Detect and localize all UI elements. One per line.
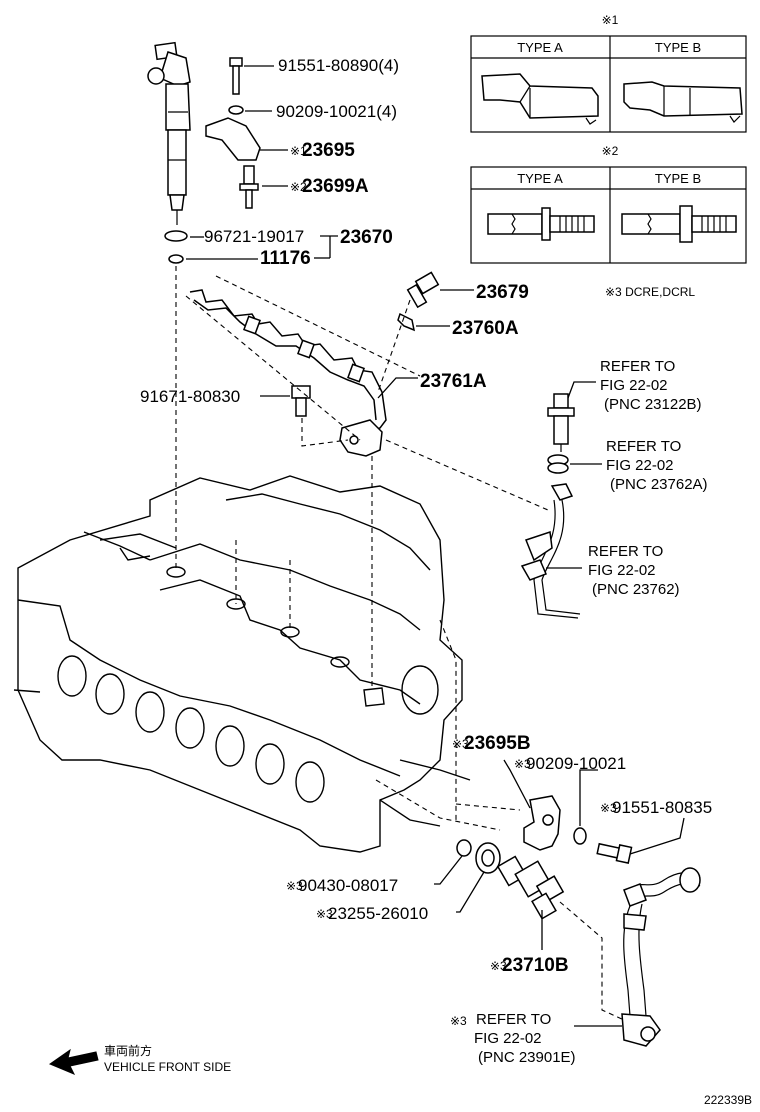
- label-23695-mark: ※1: [290, 144, 307, 158]
- label-23255-26010: 23255-26010: [328, 904, 428, 923]
- label-23695b: 23695B: [464, 733, 531, 754]
- gasket-90430-08017-icon: [456, 839, 472, 857]
- type-table-2-col-a: TYPE A: [517, 171, 563, 186]
- type-table-1-mark: ※1: [602, 13, 619, 27]
- type-table-1: ※1 TYPE A TYPE B: [470, 13, 747, 133]
- ref1-line1: REFER TO: [600, 358, 675, 375]
- label-96721-19017: 96721-19017: [204, 227, 304, 246]
- union-bolt-23679-icon: [406, 271, 440, 309]
- label-23710b: 23710B: [502, 955, 569, 976]
- gasket-11176-icon: [168, 254, 184, 264]
- sensor-23122b-icon: [547, 393, 575, 452]
- ref2-line2: FIG 22-02: [606, 457, 674, 474]
- note-3: ※3 DCRE,DCRL: [605, 285, 695, 299]
- ref4-line1: REFER TO: [476, 1011, 551, 1028]
- label-23695: 23695: [302, 140, 355, 161]
- label-11176: 11176: [260, 248, 311, 269]
- label-23699a: 23699A: [302, 176, 369, 197]
- label-91551-80890: 91551-80890(4): [278, 56, 399, 75]
- type-table-1-col-b: TYPE B: [655, 40, 701, 55]
- ref4-line3: (PNC 23901E): [478, 1049, 576, 1066]
- label-23760a: 23760A: [452, 318, 519, 339]
- ref2-line1: REFER TO: [606, 438, 681, 455]
- bolt-91551-80835-icon: [596, 842, 633, 864]
- label-23670: 23670: [340, 227, 393, 248]
- label-91551-80835-mark: ※3: [600, 801, 617, 815]
- ref4-mark: ※3: [450, 1014, 467, 1028]
- ref3-line1: REFER TO: [588, 543, 663, 560]
- vehicle-front-arrow-icon: [48, 1048, 99, 1075]
- gasket-23762a-icon: [547, 454, 569, 474]
- type-table-1-col-a: TYPE A: [517, 40, 563, 55]
- stud-type-b-icon: [621, 205, 737, 243]
- engine-block-icon: [13, 475, 471, 853]
- label-23710b-mark: ※3: [490, 959, 507, 973]
- label-90430-mark: ※3: [286, 879, 303, 893]
- label-90209-10021: 90209-10021: [526, 754, 626, 773]
- label-23761a: 23761A: [420, 371, 487, 392]
- clamp-23695-icon: [205, 117, 261, 161]
- front-en: VEHICLE FRONT SIDE: [104, 1060, 231, 1074]
- ref4-line2: FIG 22-02: [474, 1030, 542, 1047]
- washer-90209-10021-lower-icon: [573, 827, 587, 845]
- pipe-23901e-icon: [621, 867, 701, 1047]
- bracket-type-a-icon: [481, 73, 599, 125]
- valve-23710b-icon: [496, 855, 565, 920]
- ref3-line3: (PNC 23762): [592, 581, 680, 598]
- bolt-91551-80890-icon: [229, 57, 243, 95]
- bracket-type-b-icon: [623, 81, 743, 123]
- label-91551-80835: 91551-80835: [612, 798, 712, 817]
- ref2-line3: (PNC 23762A): [610, 476, 708, 493]
- pipe-23762-icon: [520, 483, 581, 619]
- washer-90209-10021-icon: [228, 105, 244, 115]
- label-90209-10021-4: 90209-10021(4): [276, 102, 397, 121]
- injector-icon: [147, 41, 191, 225]
- label-91671-80830: 91671-80830: [140, 387, 240, 406]
- front-jp: 車両前方: [104, 1043, 152, 1058]
- label-23699a-mark: ※2: [290, 180, 307, 194]
- label-90209-10021-mark: ※3: [514, 757, 531, 771]
- stud-23699a-icon: [239, 165, 259, 209]
- bracket-23695b-icon: [523, 795, 561, 851]
- ref3-line2: FIG 22-02: [588, 562, 656, 579]
- type-table-2: ※2 TYPE A TYPE B: [470, 144, 747, 264]
- type-table-2-mark: ※2: [602, 144, 619, 158]
- clip-23760a-icon: [397, 312, 416, 332]
- leak-off-pipe-23761a-icon: [189, 289, 387, 457]
- label-23255-mark: ※3: [316, 907, 333, 921]
- ref1-line3: (PNC 23122B): [604, 396, 702, 413]
- figure-code: 222339B: [704, 1093, 752, 1107]
- label-23695b-mark: ※3: [452, 737, 469, 751]
- o-ring-96721-19017-icon: [164, 230, 188, 242]
- label-90430-08017: 90430-08017: [298, 876, 398, 895]
- label-23679: 23679: [476, 282, 529, 303]
- stud-type-a-icon: [487, 207, 595, 241]
- type-table-2-col-b: TYPE B: [655, 171, 701, 186]
- ref1-line2: FIG 22-02: [600, 377, 668, 394]
